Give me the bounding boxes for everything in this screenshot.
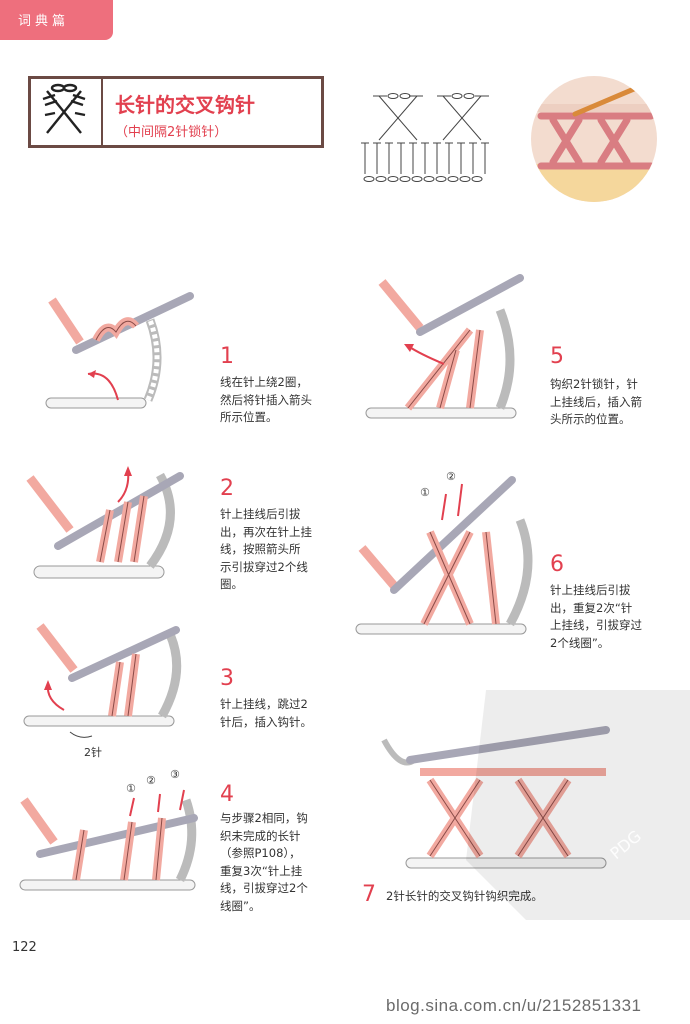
step-1-illustration: [45, 292, 194, 409]
crossed-stitch-symbol-icon: [31, 79, 103, 145]
step-3-number: 3: [220, 666, 234, 691]
chain-base: [45, 397, 147, 409]
crochet-hook-icon: [572, 83, 644, 117]
stitch-chart-diagram: [361, 93, 489, 182]
double-crochet-row: [361, 142, 489, 174]
page-subtitle: （中间隔2针锁针）: [115, 125, 228, 140]
crochet-hook-icon: [390, 476, 516, 594]
page-title: 长针的交叉钩针: [115, 93, 255, 117]
marker-1: ①: [126, 782, 136, 795]
section-tab: 词典篇: [0, 0, 113, 40]
arrow-icon: [407, 345, 445, 365]
arrow-icon: [129, 789, 185, 817]
step-7-text: 2针长针的交叉钩针钩织完成。: [386, 889, 543, 903]
step-7-number: 7: [362, 882, 376, 907]
page-number: 122: [12, 940, 37, 955]
marker-2: ②: [146, 774, 156, 787]
marker-2: ②: [446, 470, 456, 483]
top-chain-row: [387, 93, 475, 99]
step-7-illustration: [381, 726, 610, 869]
step-1-number: 1: [220, 344, 234, 369]
crochet-hook-icon: [54, 472, 184, 550]
step-1-text: 线在针上绕2圈，然后将针插入箭头所示位置。: [220, 375, 312, 424]
step-3-illustration: [23, 623, 182, 738]
bottom-chain-row: [363, 176, 483, 182]
step-6-number: 6: [550, 552, 564, 577]
step-5-text: 钩织2针锁针，针上挂线后，插入箭头所示的位置。: [550, 377, 642, 426]
title-box: 长针的交叉钩针 （中间隔2针锁针）: [28, 76, 324, 148]
step-2-illustration: [26, 466, 184, 579]
step-5-number: 5: [550, 344, 564, 369]
crochet-hook-icon: [416, 274, 524, 336]
blog-url: blog.sina.com.cn/u/2152851331: [386, 996, 642, 1015]
arrow-icon: [441, 483, 463, 521]
watermark-seal: PDG: [466, 690, 690, 920]
finished-swatch-photo: [531, 76, 657, 202]
skip-2-stitches-label: 2针: [84, 746, 102, 759]
crochet-hook-icon: [406, 726, 610, 764]
step-6-illustration: [355, 476, 533, 635]
step-illustrations: [19, 274, 610, 891]
step-4-text: 与步骤2相同，钩织未完成的长针（参照P108），重复3次“针上挂线，引拔穿过2个…: [220, 811, 308, 913]
marker-3: ③: [170, 768, 180, 781]
section-tab-label: 词典篇: [18, 14, 70, 29]
step-4-number: 4: [220, 782, 234, 807]
step-2-text: 针上挂线后引拔出，再次在针上挂线，按照箭头所示引拔穿过2个线圈。: [220, 507, 312, 591]
step-2-number: 2: [220, 476, 234, 501]
step-5-illustration: [365, 274, 524, 419]
crochet-hook-icon: [36, 814, 198, 858]
marker-1: ①: [420, 486, 430, 499]
arrow-icon: [87, 372, 119, 401]
crochet-hook-icon: [68, 626, 180, 682]
step-4-illustration: [19, 789, 198, 891]
